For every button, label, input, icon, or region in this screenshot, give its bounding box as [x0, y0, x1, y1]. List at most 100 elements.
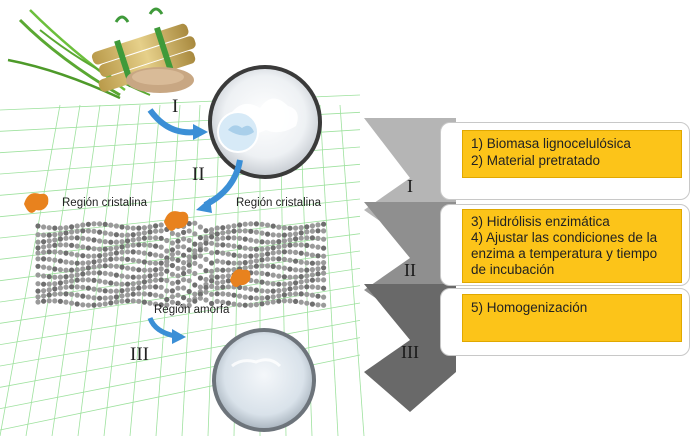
- step-numeral-3: III: [130, 344, 149, 365]
- chevron-numeral-2: II: [404, 260, 416, 280]
- glucose-unit: [158, 284, 164, 290]
- glucose-unit: [209, 300, 215, 307]
- glucose-unit: [259, 263, 265, 269]
- glucose-unit: [113, 263, 119, 269]
- glucose-unit: [214, 291, 220, 297]
- glucose-unit: [119, 256, 125, 262]
- glucose-unit: [130, 249, 136, 255]
- glucose-unit: [52, 281, 58, 287]
- glucose-unit: [119, 281, 125, 287]
- glucose-unit: [315, 293, 321, 299]
- glucose-unit: [41, 249, 47, 255]
- glucose-unit: [242, 253, 248, 259]
- glucose-unit: [309, 277, 315, 283]
- glucose-unit: [102, 295, 108, 301]
- glucose-unit: [231, 223, 237, 229]
- glucose-unit: [270, 272, 276, 278]
- glucose-unit: [69, 242, 75, 248]
- glucose-unit: [85, 302, 91, 308]
- glucose-unit: [186, 254, 192, 260]
- glucose-unit: [169, 251, 175, 257]
- glucose-unit: [158, 266, 164, 272]
- glucose-unit: [315, 222, 321, 228]
- glucose-unit: [113, 239, 119, 245]
- glucose-unit: [108, 263, 114, 269]
- glucose-unit: [57, 285, 64, 291]
- glucose-unit: [309, 235, 315, 241]
- stage-chevrons: I II III: [364, 118, 456, 412]
- glucose-unit: [147, 273, 153, 279]
- grid-line: [0, 181, 361, 218]
- glucose-unit: [147, 242, 153, 248]
- chevron-numeral-3: III: [401, 342, 419, 362]
- glucose-unit: [80, 235, 86, 241]
- glucose-unit: [113, 299, 119, 305]
- glucose-unit: [102, 263, 108, 269]
- glucose-unit: [141, 284, 147, 290]
- enzyme-icon: [230, 269, 251, 288]
- glucose-unit: [69, 267, 75, 273]
- glucose-unit: [321, 221, 327, 227]
- glucose-unit: [119, 264, 125, 270]
- glucose-unit: [287, 298, 293, 304]
- glucose-unit: [304, 273, 310, 279]
- glucose-unit: [46, 232, 52, 238]
- glucose-unit: [225, 251, 231, 257]
- glucose-unit: [287, 249, 293, 255]
- glucose-unit: [315, 244, 321, 250]
- glucose-unit: [113, 294, 119, 300]
- sugarcane-illustration: [7, 7, 196, 100]
- glucose-unit: [225, 278, 231, 284]
- glucose-unit: [52, 232, 58, 238]
- glucose-unit: [220, 235, 226, 241]
- glucose-unit: [175, 273, 181, 279]
- glucose-unit: [141, 259, 147, 265]
- glucose-unit: [57, 291, 64, 297]
- glucose-unit: [102, 301, 108, 307]
- glucose-unit: [270, 281, 276, 287]
- glucose-unit: [35, 272, 41, 278]
- chevron-stage-3: [364, 284, 456, 412]
- glucose-unit: [298, 291, 304, 297]
- glucose-unit: [298, 250, 304, 256]
- glucose-unit: [293, 236, 299, 242]
- glucose-unit: [197, 253, 203, 259]
- glucose-unit: [63, 291, 69, 297]
- glucose-unit: [141, 230, 147, 236]
- glucose-unit: [74, 228, 80, 234]
- glucose-unit: [147, 260, 153, 266]
- glucose-unit: [46, 274, 52, 280]
- glucose-unit: [113, 223, 119, 229]
- glucose-unit: [147, 251, 153, 257]
- glucose-unit: [113, 281, 119, 287]
- glucose-unit: [141, 235, 147, 241]
- glucose-unit: [63, 250, 69, 256]
- glucose-unit: [242, 285, 248, 291]
- glucose-unit: [85, 265, 91, 271]
- glucose-unit: [46, 249, 52, 255]
- glucose-unit: [237, 302, 243, 308]
- glucose-unit: [321, 302, 327, 308]
- glucose-unit: [276, 224, 282, 230]
- glucose-unit: [220, 279, 226, 285]
- glucose-unit: [231, 228, 237, 234]
- glucose-unit: [270, 232, 276, 238]
- glucose-unit: [248, 259, 254, 265]
- glucose-unit: [315, 302, 321, 308]
- glucose-unit: [209, 230, 215, 236]
- glucose-unit: [169, 288, 175, 294]
- glucose-unit: [52, 242, 58, 248]
- glucose-unit: [315, 228, 321, 234]
- glucose-unit: [281, 281, 287, 287]
- glucose-unit: [164, 268, 170, 274]
- stage-2-line: 3) Hidrólisis enzimática: [471, 214, 610, 229]
- glucose-unit: [248, 228, 254, 234]
- glucose-unit: [63, 284, 69, 290]
- glucose-unit: [265, 288, 271, 294]
- glucose-unit: [214, 298, 220, 304]
- glucose-unit: [97, 287, 103, 293]
- stage-2-line: enzima a temperatura y tiempo: [471, 246, 658, 261]
- glucose-unit: [203, 276, 209, 283]
- glucose-unit: [281, 225, 287, 231]
- glucose-unit: [259, 252, 265, 258]
